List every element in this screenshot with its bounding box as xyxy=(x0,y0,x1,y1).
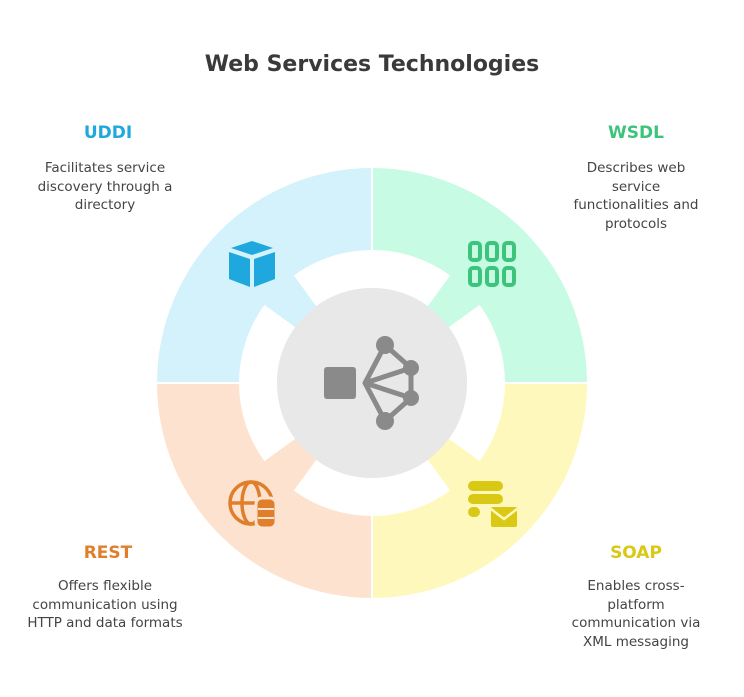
page-title: Web Services Technologies xyxy=(204,52,540,77)
cube-icon xyxy=(229,241,275,287)
server-mail-icon xyxy=(468,481,518,527)
description-soap: Enables cross-platform communication via… xyxy=(571,578,701,650)
globe-database-icon xyxy=(228,480,278,530)
label-soap: SOAP xyxy=(610,543,662,563)
label-wsdl: WSDL xyxy=(608,123,664,143)
description-wsdl: Describes web service functionalities an… xyxy=(573,160,699,232)
label-uddi: UDDI xyxy=(83,123,133,143)
description-rest: Offers flexible communication using HTTP… xyxy=(27,578,183,631)
network-hub-icon xyxy=(324,336,419,430)
description-uddi: Facilitates service discovery through a … xyxy=(37,160,173,213)
grid-icon xyxy=(468,241,516,287)
label-rest: REST xyxy=(83,543,133,563)
